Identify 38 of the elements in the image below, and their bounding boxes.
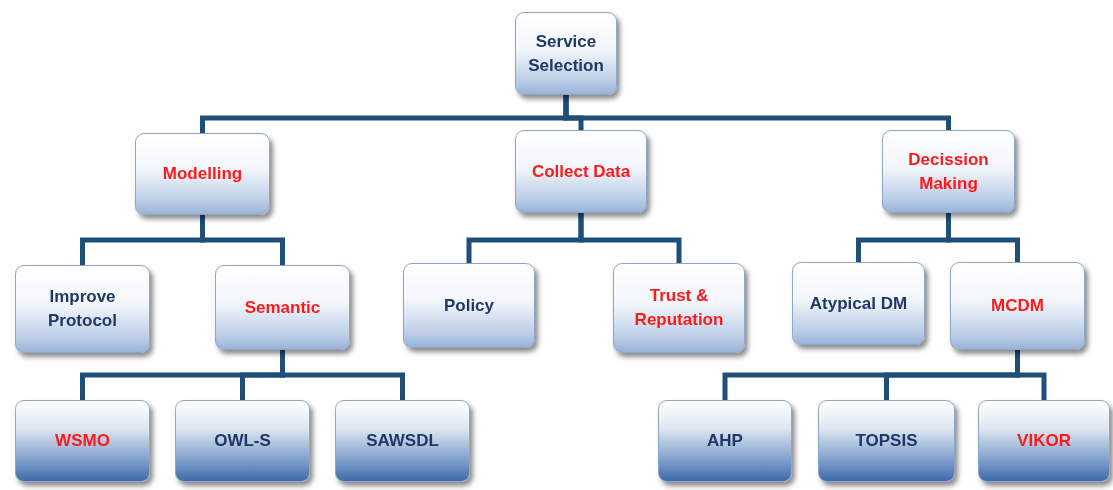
box-label: SAWSDL: [365, 430, 440, 452]
category-box: [335, 400, 470, 482]
connector-line: [563, 95, 951, 130]
box-label: Semantic: [243, 296, 322, 319]
box-label: Atypical DM: [808, 292, 909, 315]
box-label: Trust & Reputation: [633, 285, 725, 331]
box-label: TOPSIS: [854, 430, 919, 452]
category-box: [15, 400, 150, 482]
box-label: AHP: [706, 430, 744, 452]
category-box: [882, 130, 1015, 213]
category-box: [403, 263, 535, 348]
category-box: [515, 130, 647, 213]
box-label: Modelling: [161, 163, 244, 185]
category-box: [950, 262, 1085, 350]
box-label: Policy: [442, 294, 496, 317]
box-label: Decission Making: [907, 148, 990, 195]
box-label: WSMO: [54, 430, 111, 452]
box-label: MCDM: [990, 295, 1045, 317]
box-label: Collect Data: [530, 160, 632, 183]
box-label: Service Selection: [527, 30, 605, 77]
category-box: [515, 12, 617, 95]
box-label: Improve Protocol: [47, 286, 118, 332]
category-box: [818, 400, 955, 482]
connector-line: [200, 215, 285, 265]
connector-line: [280, 350, 405, 400]
connector-line: [1015, 350, 1047, 400]
connector-line: [946, 213, 1020, 262]
category-box: [658, 400, 792, 482]
category-box: [215, 265, 350, 350]
category-box: [613, 263, 745, 353]
box-label: OWL-S: [213, 430, 272, 452]
category-box: [978, 400, 1110, 482]
category-box: [15, 265, 150, 353]
category-box: [175, 400, 310, 482]
category-box: [135, 133, 270, 215]
category-box: [792, 262, 925, 345]
connector-line: [578, 213, 682, 263]
box-label: VIKOR: [1016, 430, 1072, 452]
